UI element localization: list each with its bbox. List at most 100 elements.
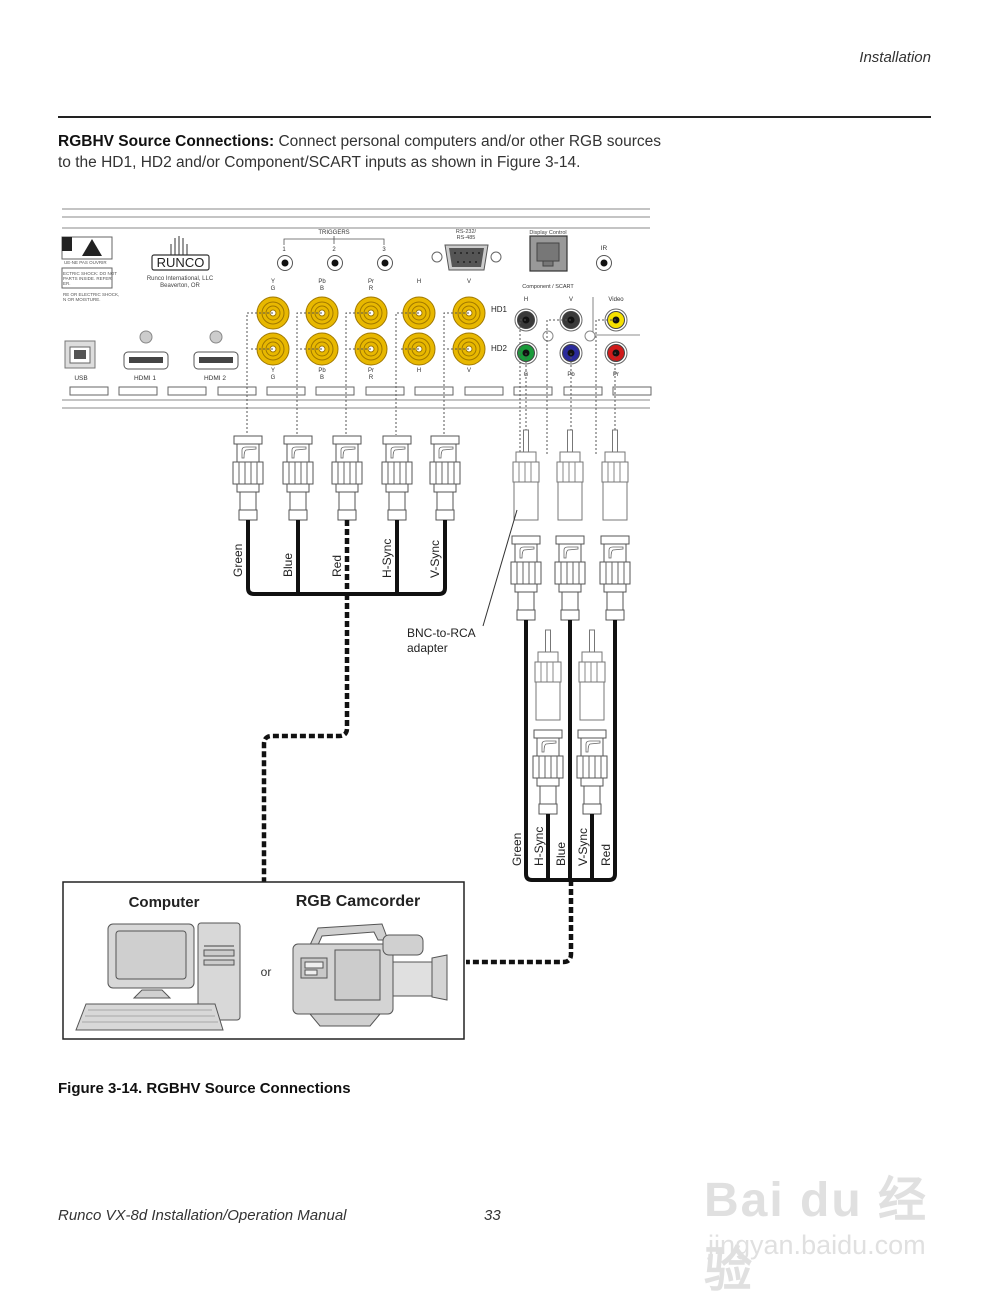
bnc-label: R	[369, 286, 374, 292]
display-control-port[interactable]: Display Control	[529, 230, 568, 272]
bnc-label: H	[417, 368, 421, 374]
label-strips	[69, 386, 652, 396]
camcorder-icon	[292, 923, 448, 1027]
camcorder-label: RGB Camcorder	[296, 893, 420, 910]
bnc-label: B	[320, 375, 324, 381]
company-name: Runco International, LLC	[147, 276, 214, 282]
guide-line	[395, 312, 419, 435]
bnc-to-rca-adapter	[556, 429, 584, 521]
intro-line2: to the HD1, HD2 and/or Component/SCART i…	[58, 154, 581, 171]
ir-jack[interactable]: IR	[596, 245, 612, 271]
warning-text: ECTRIC SHOCK: DO NOT	[63, 271, 117, 276]
computer-label: Computer	[129, 894, 200, 911]
trigger-2-jack[interactable]	[327, 255, 343, 271]
company-city: Beaverton, OR	[160, 283, 200, 289]
usb-label: USB	[74, 375, 87, 382]
bnc-label: Y	[271, 279, 275, 285]
guide-lines	[246, 312, 616, 455]
rca-label-v: V	[569, 297, 573, 303]
bnc-plug	[599, 535, 631, 621]
bnc-plug-green	[232, 435, 264, 521]
page-number: 33	[484, 1207, 501, 1224]
adapter-label-2: adapter	[407, 641, 448, 655]
cable-label-right: V-Sync	[576, 828, 590, 866]
guide-line	[246, 312, 273, 435]
hdmi1-label: HDMI 1	[134, 375, 156, 382]
cable-label-right: Red	[599, 844, 613, 866]
component-scart-label: Component / SCART	[522, 284, 574, 290]
bnc-label: V	[467, 368, 471, 374]
left-source-cable	[261, 594, 350, 882]
cable-label-left: Blue	[281, 553, 295, 577]
or-label: or	[261, 965, 272, 979]
trigger-3-jack[interactable]	[377, 255, 393, 271]
bnc-label: R	[369, 375, 374, 381]
hdmi2-port[interactable]: HDMI 2	[193, 330, 239, 382]
bnc-label: B	[320, 286, 324, 292]
warning-text: UE-NE PAS OUVRIR	[64, 260, 107, 265]
rear-panel: UE-NE PAS OUVRIR ECTRIC SHOCK: DO NOT PA…	[61, 208, 652, 409]
section-header: Installation	[859, 49, 931, 66]
bnc-to-rca-adapter	[534, 629, 562, 721]
right-source-cable	[466, 880, 574, 965]
right-bnc-cable-set: Green H-Sync Blue V-Sync Red	[510, 429, 631, 882]
figure-caption: Figure 3-14. RGBHV Source Connections	[58, 1080, 351, 1097]
bnc-to-rca-adapter	[578, 629, 606, 721]
guide-line	[614, 352, 616, 455]
trigger-1-jack[interactable]	[277, 255, 293, 271]
display-control-label: Display Control	[529, 230, 566, 236]
bnc-plug	[510, 535, 542, 621]
adapter-callout-line	[482, 509, 518, 627]
cable-label-left: V-Sync	[428, 540, 442, 578]
cable-label-right: H-Sync	[532, 827, 546, 866]
hd1-label: HD1	[491, 305, 508, 314]
rca-label-video: Video	[608, 297, 624, 303]
watermark-url: jingyan.baidu.com	[708, 1230, 926, 1260]
guide-line	[443, 312, 469, 435]
intro-heading: RGBHV Source Connections:	[58, 133, 275, 150]
cable-label-right: Blue	[554, 842, 568, 866]
bnc-to-rca-adapter	[601, 429, 629, 521]
bnc-label: Pr	[368, 368, 374, 374]
bnc-label: Pr	[368, 279, 374, 285]
guide-line	[296, 312, 322, 435]
trigger-1-label: 1	[282, 247, 286, 253]
warning-triangle-icon	[82, 239, 102, 256]
cable-label-left: H-Sync	[380, 539, 394, 578]
rs232-port[interactable]: RS-232/ RS-485	[431, 229, 502, 271]
bnc-label: Pb	[318, 279, 326, 285]
bnc-label: H	[417, 279, 421, 285]
footer-manual-title: Runco VX-8d Installation/Operation Manua…	[58, 1207, 347, 1224]
computer-icon	[75, 922, 241, 1031]
bnc-plug-red	[331, 435, 363, 521]
runco-logo: RUNCO Runco International, LLC Beaverton…	[147, 236, 214, 289]
usb-port[interactable]: USB	[64, 340, 96, 382]
bnc-plug	[576, 729, 608, 815]
hd2-label: HD2	[491, 344, 508, 353]
guide-line	[519, 319, 526, 455]
ir-label: IR	[601, 245, 608, 252]
rca-label-h: H	[524, 297, 528, 303]
guide-line	[595, 319, 616, 455]
bnc-plug-blue	[282, 435, 314, 521]
rca-label-pr: Pr	[613, 372, 619, 378]
bnc-label: G	[271, 375, 276, 381]
hdmi2-label: HDMI 2	[204, 375, 226, 382]
intro-line1: Connect personal computers and/or other …	[274, 133, 662, 150]
header-rule	[58, 116, 931, 118]
bnc-label: V	[467, 279, 471, 285]
warning-text: RE OR ELECTRIC SHOCK,	[63, 292, 119, 297]
triggers-group: TRIGGERS 1 2 3	[277, 230, 393, 271]
watermark: Bai du 经验 jingyan.baidu.com	[700, 1130, 930, 1297]
hdmi1-port[interactable]: HDMI 1	[123, 330, 169, 382]
warning-label: UE-NE PAS OUVRIR ECTRIC SHOCK: DO NOT PA…	[61, 236, 119, 302]
bnc-label: Y	[271, 368, 275, 374]
cable-label-right: Green	[510, 833, 524, 866]
warning-text: PARTS INSIDE. REFER	[63, 276, 112, 281]
bnc-plug	[554, 535, 586, 621]
bnc-plug	[532, 729, 564, 815]
bnc-plug-h-sync	[381, 435, 413, 521]
